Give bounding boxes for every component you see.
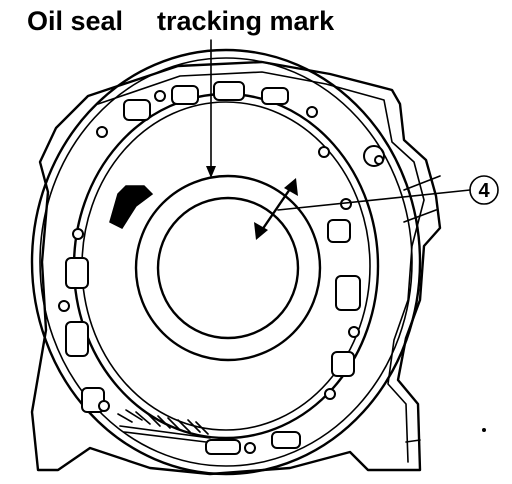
coolant-port bbox=[271, 431, 301, 449]
coolant-port bbox=[261, 87, 289, 105]
bolt-hole bbox=[98, 400, 110, 412]
outer-seal-groove-inner bbox=[39, 57, 413, 467]
callout-leader bbox=[277, 189, 471, 211]
stray-dot bbox=[482, 428, 486, 432]
radial-arrow-head-top bbox=[284, 178, 298, 196]
coolant-port bbox=[123, 99, 151, 121]
bolt-hole bbox=[348, 326, 360, 338]
radial-arrow bbox=[260, 184, 294, 232]
dark-mark bbox=[109, 185, 154, 229]
bolt-hole bbox=[72, 228, 84, 240]
coolant-port bbox=[335, 275, 361, 311]
bolt-holes bbox=[58, 90, 360, 454]
bolt-hole bbox=[244, 442, 256, 454]
bolt-hole bbox=[318, 146, 330, 158]
coolant-port bbox=[213, 81, 245, 101]
outer-seal-groove bbox=[30, 48, 422, 476]
coolant-ports bbox=[65, 81, 361, 455]
callout-circle bbox=[469, 175, 499, 205]
bolt-hole-inner bbox=[374, 155, 384, 165]
callout-number: 4 bbox=[478, 180, 490, 202]
coolant-port bbox=[327, 219, 351, 243]
coolant-port bbox=[171, 85, 199, 105]
oil-seal-outer-ring bbox=[134, 174, 322, 362]
bolt-hole bbox=[306, 106, 318, 118]
edge-notch bbox=[403, 175, 441, 443]
inner-seal-groove bbox=[72, 92, 380, 440]
tracking-mark-label: tracking mark bbox=[157, 6, 335, 36]
coolant-port bbox=[205, 439, 241, 455]
tracking-mark-arrowhead bbox=[206, 166, 216, 178]
coolant-port bbox=[65, 257, 89, 289]
bolt-hole bbox=[58, 300, 70, 312]
coolant-port bbox=[65, 321, 89, 357]
oil-seal-inner-ring bbox=[156, 196, 300, 340]
housing-outline bbox=[30, 60, 442, 476]
radial-arrow-head-bottom bbox=[254, 222, 268, 240]
coolant-port bbox=[331, 351, 355, 377]
oil-seal-label: Oil seal bbox=[27, 6, 123, 36]
bolt-hole bbox=[154, 90, 166, 102]
hatched-region bbox=[117, 409, 211, 443]
bolt-hole bbox=[324, 388, 336, 400]
bolt-hole bbox=[96, 126, 108, 138]
